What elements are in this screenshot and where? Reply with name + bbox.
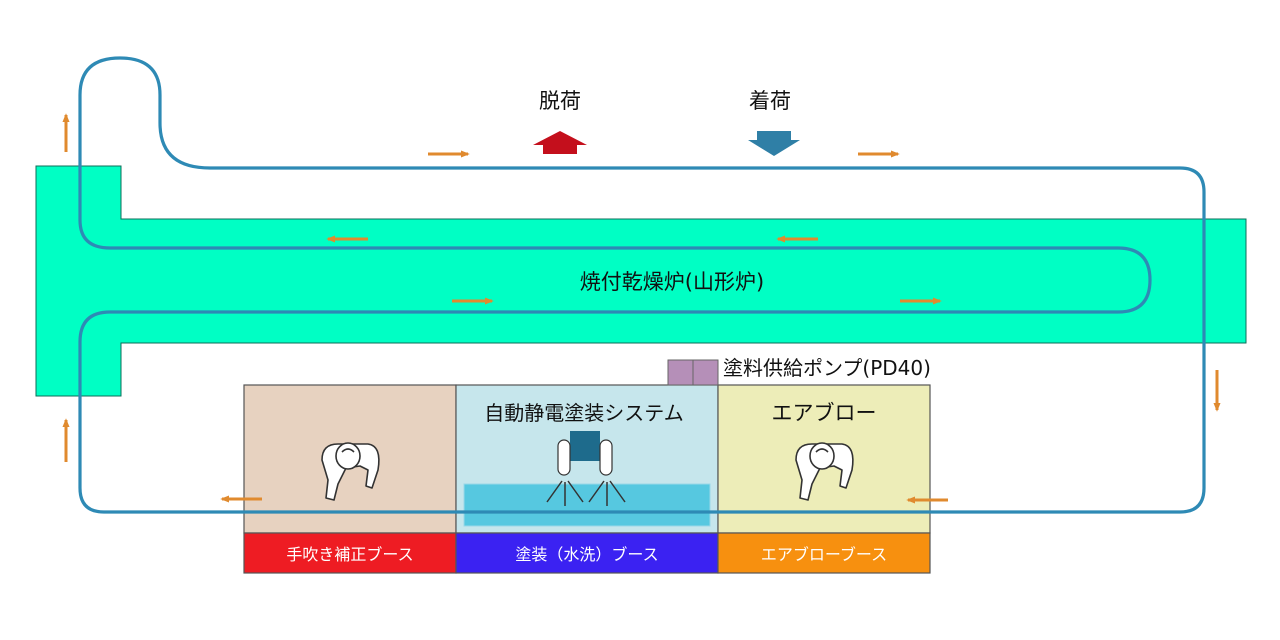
robot-system-label: 自動静電塗装システム <box>484 401 683 425</box>
load-label: 着荷 <box>749 89 791 113</box>
booth-name-manual-touchup: 手吹き補正ブース <box>286 545 413 564</box>
worker-figure-icon <box>795 442 854 501</box>
label-bar-air <box>717 532 931 574</box>
unload-arrow-icon <box>533 131 587 154</box>
booth-name-air-blow: エアブローブース <box>761 545 887 564</box>
water-wash-basin <box>463 483 711 527</box>
drying-oven <box>35 165 1247 397</box>
air-blow-label: エアブロー <box>772 401 877 425</box>
worker-figure-icon <box>321 442 380 501</box>
painting-robot-icon <box>546 431 626 506</box>
booth-name-painting: 塗装（水洗）ブース <box>515 545 658 564</box>
unload-label: 脱荷 <box>539 89 581 113</box>
pump-label: 塗料供給ポンプ(PD40) <box>723 356 931 380</box>
oven-label: 焼付乾燥炉(山形炉) <box>580 270 764 294</box>
label-bar-painting <box>455 532 719 574</box>
conveyor-loop <box>78 56 1206 514</box>
load-arrow-icon <box>748 131 800 156</box>
